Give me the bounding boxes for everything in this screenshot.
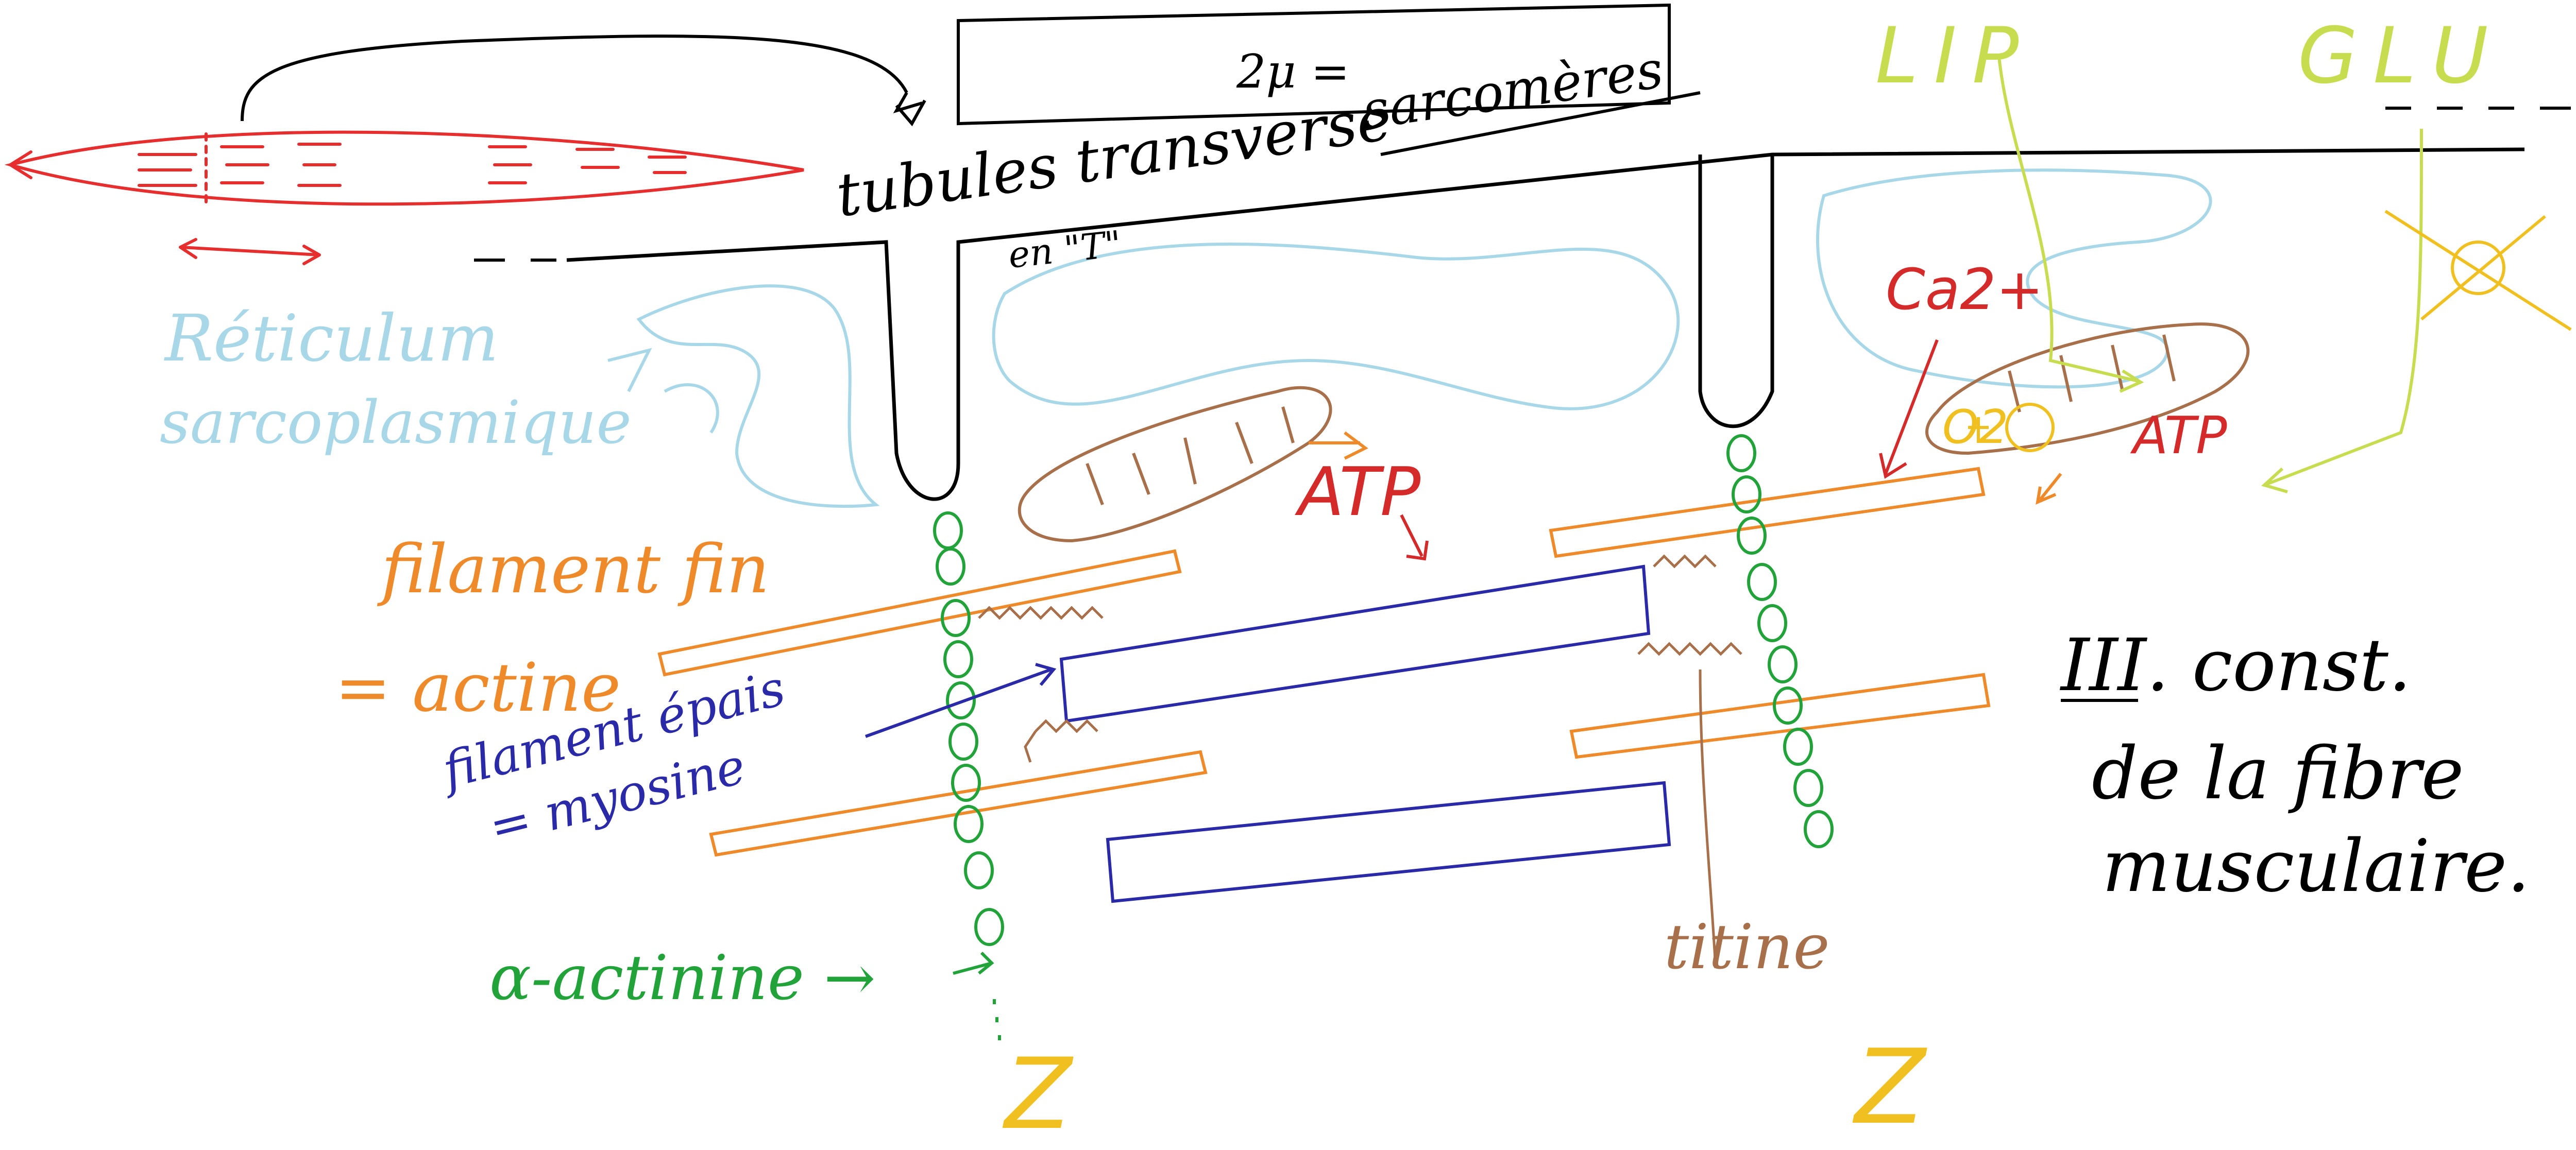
thin-filament-3 — [1549, 467, 1986, 558]
alpha-actinin-chain-left — [933, 511, 1004, 946]
sarcomeres-underline — [1380, 91, 1701, 156]
titin-proteins — [978, 554, 1742, 969]
t-shape-label: en "T" — [1006, 222, 1123, 277]
alpha-actinin-link — [951, 764, 981, 802]
thin-filament-label: filament fin — [377, 530, 770, 608]
alpha-actinin-link — [943, 640, 973, 678]
t-tubule-left — [566, 147, 2525, 501]
sarcoplasmic-reticulum — [607, 168, 2212, 508]
actin-filaments — [657, 431, 1991, 857]
oxygen-cross-icon — [2384, 210, 2572, 331]
alpha-actinin-link — [1793, 769, 1823, 807]
sarcomere-length-label: 2μ = — [1236, 45, 1350, 99]
titin-pointer — [1699, 669, 1717, 969]
reticulum-label-line1: Réticulum — [164, 301, 499, 376]
reticulum-label-line2: sarcoplasmique — [160, 388, 632, 457]
thin-filament-2 — [709, 750, 1208, 857]
alpha-actinin-link — [954, 805, 984, 843]
alpha-actinin-link — [1747, 563, 1777, 601]
alpha-actinin-link — [1773, 686, 1803, 725]
z-label-right: Z — [1852, 1027, 1927, 1147]
glucose-label: GLU — [2298, 11, 2504, 101]
z-dots-left — [993, 999, 1001, 1040]
t-tubule-right — [1698, 155, 1774, 428]
z-label-left: Z — [1002, 1037, 1074, 1150]
calcium-label: Ca2+ — [1886, 256, 2043, 322]
arrows — [865, 56, 2423, 975]
title-line3: musculaire. — [2102, 825, 2530, 908]
alpha-actinin-link — [946, 681, 976, 719]
title-line2: de la fibre — [2092, 732, 2464, 816]
atp-label-right: ATP — [2130, 405, 2227, 466]
thick-filament-2 — [1106, 781, 1671, 903]
alpha-actinin-link — [948, 723, 978, 761]
connector-line — [241, 35, 923, 122]
alpha-actinin-link — [941, 599, 971, 637]
lipids-label: LIP — [1875, 11, 2034, 101]
alpha-actinin-link — [1737, 517, 1767, 555]
titin-label: titine — [1664, 912, 1830, 983]
thin-filament-1 — [657, 549, 1182, 677]
myosin-filaments — [1059, 564, 1671, 903]
mitochondrion-right — [1925, 322, 2250, 455]
thick-filament-1 — [1059, 564, 1651, 723]
alpha-actinin-chain-right — [1726, 434, 1834, 848]
oxygen-molecule-icon — [1968, 403, 2055, 452]
alpha-actinin-link — [1804, 810, 1834, 848]
alpha-actinin-link — [1726, 434, 1756, 472]
alpha-actinin-link — [936, 547, 965, 586]
alpha-actinin-link — [1757, 604, 1787, 642]
actin-label: = actine — [335, 648, 621, 727]
alpha-actinin-link — [1768, 645, 1798, 683]
muscle-fiber-drawing — [4, 130, 804, 265]
sarcomeres-label: sarcomères — [1359, 39, 1667, 141]
thin-filament-4 — [1569, 673, 1991, 759]
alpha-actinin-link — [1732, 475, 1761, 513]
title-line1: III. const. — [2059, 624, 2411, 708]
alpha-actinin-link — [933, 511, 963, 550]
mitochondria — [1018, 322, 2250, 543]
alpha-actinin-label: α-actinine → — [489, 942, 876, 1014]
arrow-head-icon — [895, 99, 926, 127]
oxygen-label: O2 — [1942, 400, 2008, 454]
alpha-actinin-link — [964, 851, 994, 889]
atp-label-left: ATP — [1295, 453, 1421, 531]
mitochondrion-left — [1018, 386, 1332, 543]
sarcolemma-membrane — [957, 3, 1671, 126]
t-tubules-label: tubules transverse — [832, 84, 1396, 231]
alpha-actinin-link — [974, 908, 1004, 946]
alpha-actinin-link — [1783, 728, 1813, 766]
